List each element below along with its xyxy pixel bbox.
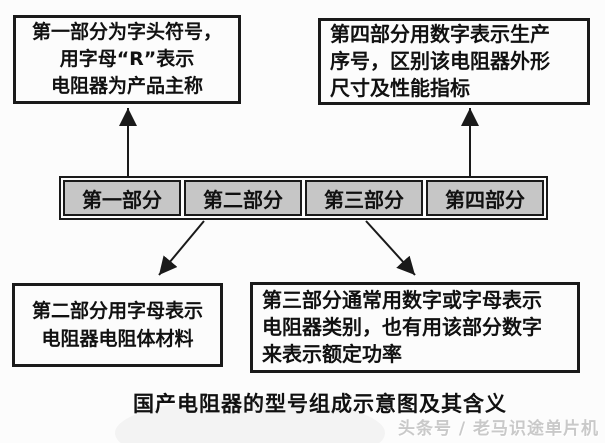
callout-part4-line1: 第四部分用数字表示生产 (330, 22, 550, 46)
figure-caption: 国产电阻器的型号组成示意图及其含义 (133, 392, 507, 416)
callout-part1-line3: 电阻器为产品主称 (50, 75, 203, 97)
bar-segment-1: 第一部分 (63, 180, 181, 216)
callout-part4-line2: 序号，区别该电阻器外形 (330, 49, 550, 73)
callout-part3: 第三部分通常用数字或字母表示 电阻器类别，也有用该部分数字 来表示额定功率 (250, 282, 580, 373)
callout-part3-line2: 电阻器类别，也有用该部分数字 (262, 315, 542, 339)
callout-part2: 第二部分用字母表示 电阻器电阻体材料 (12, 283, 223, 367)
arrow-segment3-to-callout (365, 220, 416, 276)
callout-part1-line1: 第一部分为字头符号， (31, 21, 222, 43)
callout-part2-line2: 电阻器电阻体材料 (41, 328, 194, 350)
callout-part4-line3: 尺寸及性能指标 (330, 76, 470, 100)
bar-segment-2: 第二部分 (184, 180, 302, 216)
callout-part3-line1: 第三部分通常用数字或字母表示 (262, 288, 542, 312)
watermark-text: 头条号 / 老马识途单片机 (397, 419, 599, 439)
bar-segment-4: 第四部分 (426, 180, 544, 216)
callout-part2-line1: 第二部分用字母表示 (31, 300, 203, 322)
model-number-bar: 第一部分 第二部分 第三部分 第四部分 (59, 176, 548, 220)
bar-segment-3: 第三部分 (305, 180, 423, 216)
callout-part1-line2: 用字母“R”表示 (59, 48, 195, 70)
callout-part4: 第四部分用数字表示生产 序号，区别该电阻器外形 尺寸及性能指标 (318, 18, 590, 105)
callout-part1: 第一部分为字头符号， 用字母“R”表示 电阻器为产品主称 (13, 15, 241, 104)
arrow-segment2-to-callout (158, 220, 205, 276)
callout-part3-line3: 来表示额定功率 (262, 342, 402, 366)
